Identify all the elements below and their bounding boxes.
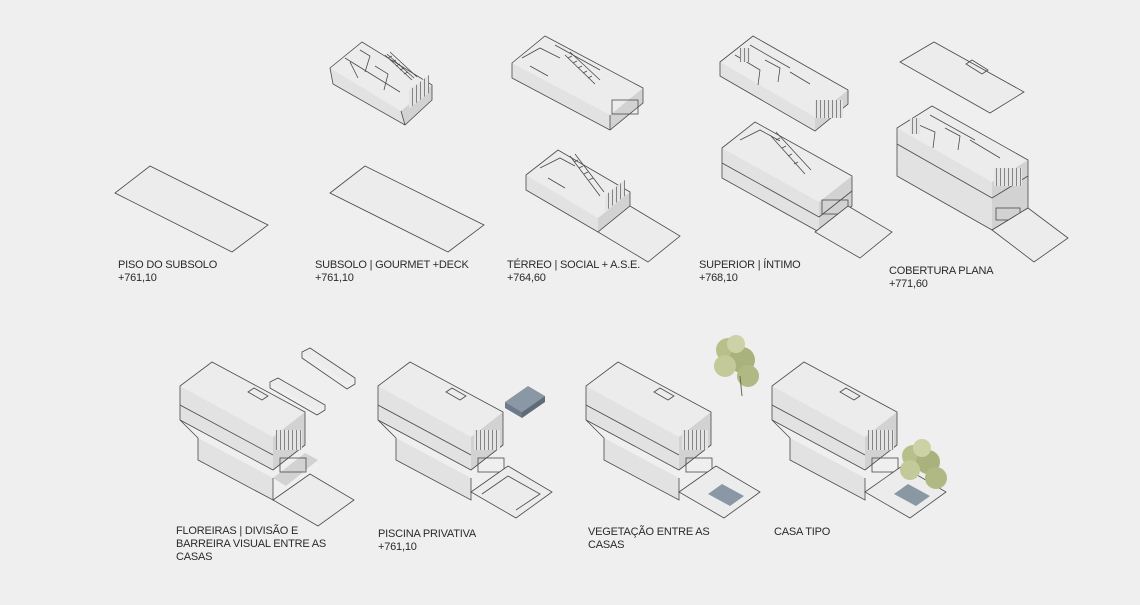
tree-icon bbox=[714, 335, 759, 397]
model-terreo bbox=[511, 35, 681, 263]
label-cobertura: COBERTURA PLANA +771,60 bbox=[889, 265, 994, 291]
panel-title-line: CASA TIPO bbox=[774, 526, 831, 538]
panel-title-line: CASAS bbox=[588, 539, 625, 551]
model-vegetacao bbox=[585, 335, 761, 519]
panel-title-line: VEGETAÇÃO ENTRE AS bbox=[588, 526, 710, 538]
model-piscina bbox=[377, 361, 553, 519]
label-superior: SUPERIOR | ÍNTIMO +768,10 bbox=[699, 259, 801, 285]
panel-title: TÉRREO | SOCIAL + A.S.E. bbox=[507, 259, 641, 271]
panel-title: PISO DO SUBSOLO bbox=[118, 259, 218, 271]
panel-title-line: CASAS bbox=[176, 551, 213, 563]
panel-level: +764,60 bbox=[507, 272, 546, 284]
label-piso-subsolo: PISO DO SUBSOLO +761,10 bbox=[118, 259, 217, 285]
panel-level: +771,60 bbox=[889, 278, 928, 290]
panel-title-line: PISCINA PRIVATIVA bbox=[378, 528, 477, 540]
panel-title: SUPERIOR | ÍNTIMO bbox=[699, 259, 801, 271]
label-floreiras: FLOREIRAS | DIVISÃO E BARREIRA VISUAL EN… bbox=[176, 525, 326, 564]
label-subsolo: SUBSOLO | GOURMET +DECK +761,10 bbox=[315, 259, 469, 285]
panel-level: +761,10 bbox=[118, 272, 157, 284]
model-superior bbox=[719, 35, 893, 259]
model-casa-tipo bbox=[771, 361, 947, 519]
label-terreo: TÉRREO | SOCIAL + A.S.E. +764,60 bbox=[507, 259, 640, 285]
slab-piso-subsolo bbox=[114, 165, 269, 253]
panel-title: COBERTURA PLANA bbox=[889, 265, 994, 277]
model-subsolo bbox=[329, 41, 485, 253]
label-vegetacao: VEGETAÇÃO ENTRE AS CASAS bbox=[588, 526, 710, 552]
tree-icon bbox=[900, 439, 947, 489]
model-floreiras bbox=[179, 347, 356, 527]
label-piscina: PISCINA PRIVATIVA +761,10 bbox=[378, 528, 476, 554]
panel-level: +768,10 bbox=[699, 272, 738, 284]
panel-level: +761,10 bbox=[378, 541, 417, 553]
label-casa-tipo: CASA TIPO bbox=[774, 526, 830, 539]
panel-title-line: BARREIRA VISUAL ENTRE AS bbox=[176, 538, 327, 550]
panel-title-line: FLOREIRAS | DIVISÃO E bbox=[176, 525, 299, 537]
panel-title: SUBSOLO | GOURMET +DECK bbox=[315, 259, 469, 271]
panel-level: +761,10 bbox=[315, 272, 354, 284]
model-cobertura bbox=[896, 41, 1069, 263]
